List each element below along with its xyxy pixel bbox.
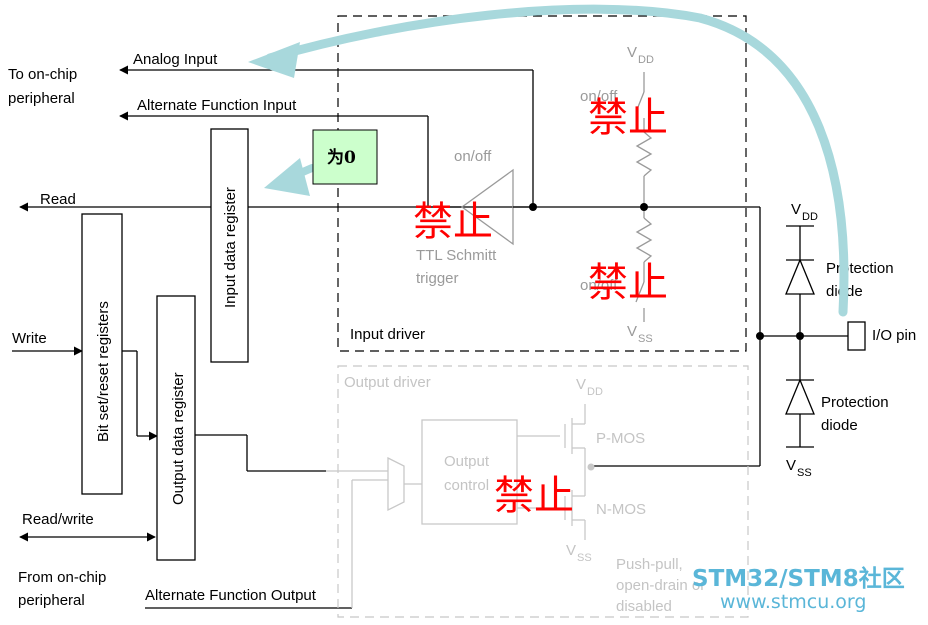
svg-text:Protection: Protection <box>821 394 889 411</box>
pull-up-pull-down-network <box>635 72 653 322</box>
svg-text:www.stmcu.org: www.stmcu.org <box>720 591 866 613</box>
alt-function-output-line: Alternate Function Output <box>145 479 388 609</box>
svg-text:diode: diode <box>821 417 858 434</box>
mosfet-pair <box>517 404 586 540</box>
svg-text:To on-chip: To on-chip <box>8 66 77 83</box>
highlight-arrow-analog <box>248 4 849 317</box>
svg-text:Bit set/reset registers: Bit set/reset registers <box>95 301 112 442</box>
svg-text:on/off: on/off <box>454 148 492 165</box>
vss-output: V SS <box>566 542 592 564</box>
svg-text:Protection: Protection <box>826 260 894 277</box>
write-line: Write <box>12 330 83 356</box>
junction-dot <box>587 463 595 471</box>
input-data-register: Input data register <box>210 128 249 363</box>
input-driver-label: Input driver <box>350 326 425 343</box>
svg-text:V: V <box>627 323 637 340</box>
svg-text:SS: SS <box>577 552 592 564</box>
output-driver-label: Output driver <box>344 374 431 391</box>
highlight-arrow-read <box>264 158 316 196</box>
svg-text:trigger: trigger <box>416 270 459 287</box>
analog-input-line: Analog Input <box>119 51 534 207</box>
output-mux <box>387 456 422 512</box>
from-onchip-label: From on-chip peripheral <box>18 569 106 609</box>
svg-text:open-drain or: open-drain or <box>616 577 705 594</box>
svg-text:V: V <box>576 376 586 393</box>
vss-pin: V SS <box>786 457 812 479</box>
push-pull-label: Push-pull, open-drain or disabled <box>616 556 705 615</box>
svg-text:Output: Output <box>444 453 490 470</box>
on-off-top-label: on/off <box>580 88 618 105</box>
svg-text:DD: DD <box>802 211 818 223</box>
alt-function-input-label: Alternate Function Input <box>137 97 297 114</box>
forbidden-label-pulldown: 禁止 <box>588 260 668 306</box>
protection-diode-bottom: Protection diode <box>785 378 889 434</box>
on-off-bottom-label: on/off <box>580 277 618 294</box>
svg-text:disabled: disabled <box>616 598 672 615</box>
svg-text:DD: DD <box>587 386 603 398</box>
note-box: 为0 <box>312 129 378 185</box>
output-data-register: Output data register <box>156 295 196 561</box>
svg-text:I/O pin: I/O pin <box>872 327 916 344</box>
svg-text:Input data register: Input data register <box>222 187 239 308</box>
svg-text:TTL Schmitt: TTL Schmitt <box>416 247 497 264</box>
to-onchip-label: To on-chip peripheral <box>8 66 77 107</box>
alt-function-input-line: Alternate Function Input <box>119 97 429 207</box>
bit-set-reset-register: Bit set/reset registers <box>81 213 123 495</box>
output-control-block: Output control <box>421 419 518 525</box>
forbidden-label-pullup: 禁止 <box>588 95 668 141</box>
svg-text:From on-chip: From on-chip <box>18 569 106 586</box>
n-mos-label: N-MOS <box>596 501 646 518</box>
svg-text:Push-pull,: Push-pull, <box>616 556 683 573</box>
svg-text:SS: SS <box>797 467 812 479</box>
read-write-label: Read/write <box>22 511 94 528</box>
svg-text:control: control <box>444 477 489 494</box>
svg-text:peripheral: peripheral <box>18 592 85 609</box>
junction-dot <box>640 203 648 211</box>
vdd-output: V DD <box>576 376 603 398</box>
ttl-schmitt-trigger: on/off TTL Schmitt trigger <box>416 148 533 287</box>
analog-input-label: Analog Input <box>133 51 218 68</box>
svg-text:V: V <box>566 542 576 559</box>
input-driver-box: Input driver <box>337 15 747 352</box>
junction-dot <box>529 203 537 211</box>
read-write-line: Read/write <box>19 511 156 542</box>
forbidden-label-output: 禁止 <box>494 473 574 519</box>
watermark: STM32/STM8社区 www.stmcu.org <box>692 565 905 613</box>
p-mos-label: P-MOS <box>596 430 645 447</box>
write-label: Write <box>12 330 47 347</box>
io-pin: I/O pin <box>847 321 916 351</box>
junction-dot <box>796 332 804 340</box>
forbidden-label-schmitt: 禁止 <box>413 199 493 245</box>
svg-text:V: V <box>786 457 796 474</box>
svg-text:为0: 为0 <box>327 147 356 168</box>
vdd-input: V DD <box>627 44 654 66</box>
svg-text:Output data register: Output data register <box>170 372 187 505</box>
vdd-pin: V DD <box>791 201 818 223</box>
alt-function-output-label: Alternate Function Output <box>145 587 317 604</box>
read-label: Read <box>40 191 76 208</box>
svg-text:DD: DD <box>638 54 654 66</box>
svg-text:STM32/STM8社区: STM32/STM8社区 <box>692 565 905 592</box>
output-driver-box: Output driver <box>337 365 749 618</box>
svg-text:SS: SS <box>638 333 653 345</box>
svg-text:V: V <box>791 201 801 218</box>
svg-text:peripheral: peripheral <box>8 90 75 107</box>
junction-dot <box>756 332 764 340</box>
svg-text:V: V <box>627 44 637 61</box>
vss-input: V SS <box>627 323 653 345</box>
